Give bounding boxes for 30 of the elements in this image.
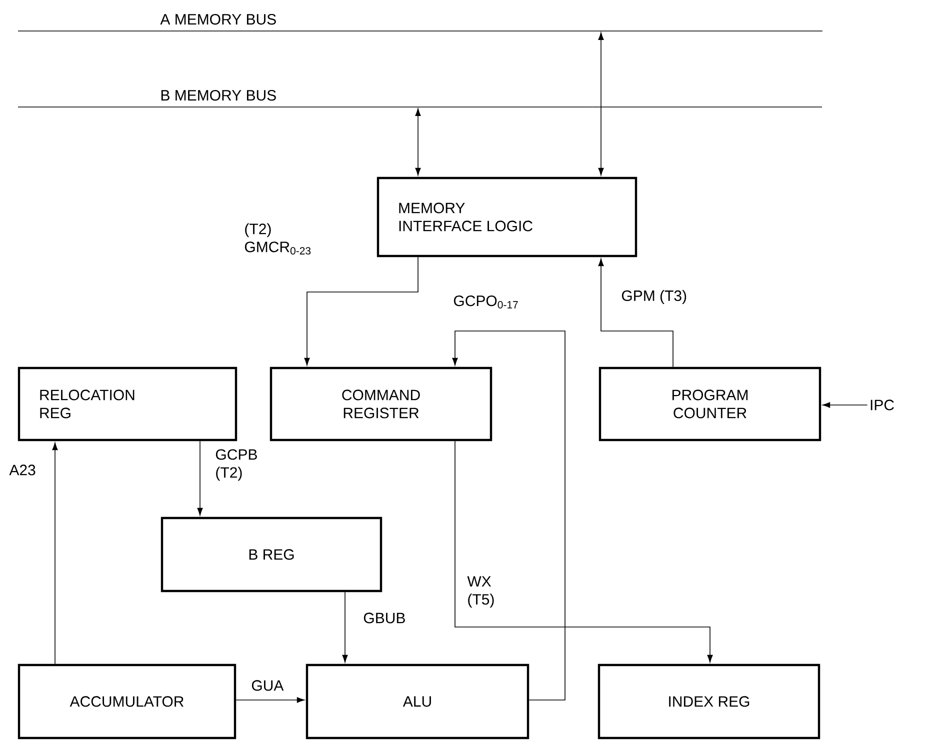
register-box: ALU	[306, 664, 530, 740]
arrow	[454, 440, 713, 662]
edge-label: WX (T5)	[467, 576, 494, 608]
signal-label: IPC	[870, 400, 894, 410]
register-box: B REG	[160, 516, 382, 592]
register-box: PROGRAM COUNTER	[598, 366, 822, 442]
arrow	[598, 258, 674, 368]
edge-label: A23	[9, 464, 36, 476]
arrow	[52, 442, 58, 664]
arrow	[304, 256, 418, 366]
edge-label: GCPB (T2)	[216, 449, 257, 481]
arrow	[415, 108, 421, 176]
register-box: RELOCATION REG	[18, 366, 238, 442]
arrow	[822, 402, 868, 408]
arrow	[598, 32, 604, 176]
register-box: MEMORY INTERFACE LOGIC	[376, 176, 638, 258]
edge-label: GPM (T3)	[622, 290, 686, 304]
arrow	[452, 330, 566, 700]
memory-bus: B MEMORY BUS	[18, 90, 593, 108]
arrow	[236, 697, 304, 703]
edge-label: GCPO$_{0-17}$	[454, 296, 518, 308]
edge-label: (T2) GMCR$_{0-23}$	[244, 223, 311, 255]
edge-label: GBUB	[364, 612, 405, 624]
arrow	[197, 440, 203, 516]
memory-bus: A MEMORY BUS	[18, 14, 823, 32]
edge-label: GUA	[252, 680, 284, 691]
register-box: ACCUMULATOR	[18, 664, 236, 740]
arrow	[342, 592, 348, 662]
register-box: INDEX REG	[598, 664, 820, 740]
register-box: COMMAND REGISTER	[270, 366, 492, 442]
